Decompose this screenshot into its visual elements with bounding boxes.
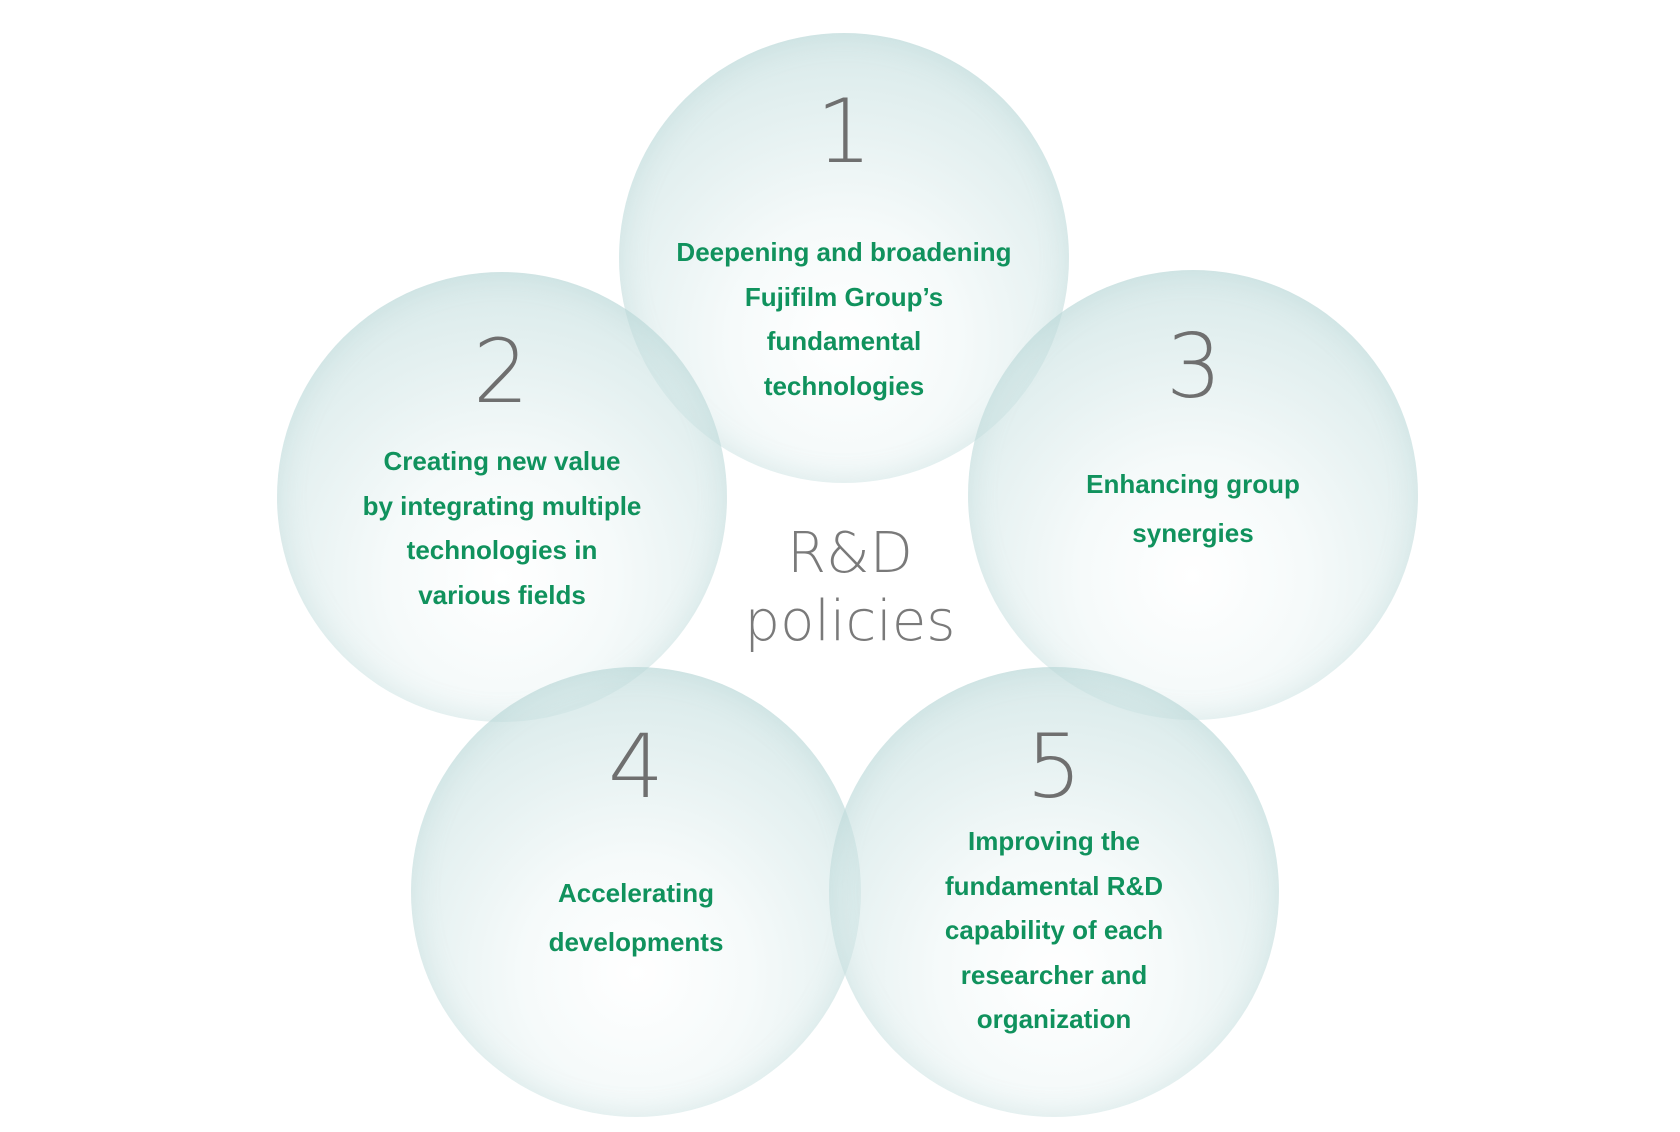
policy-1-label-line: Deepening and broadening xyxy=(676,237,1012,267)
policy-1-label-line: Fujifilm Group’s xyxy=(744,281,944,312)
policy-4-label-line: Accelerating xyxy=(557,878,715,908)
policy-2-label-line: various fields xyxy=(418,579,586,610)
policy-4-number: 4 xyxy=(608,715,664,818)
policy-2-label-line: by integrating multiple xyxy=(362,490,642,521)
policy-4-label-line: developments xyxy=(548,927,724,957)
policy-1-label-line: technologies xyxy=(763,370,925,401)
policy-3-label: Enhancing group synergies xyxy=(968,460,1418,558)
policy-1-label-line: fundamental xyxy=(766,326,922,356)
center-title: R&D policies xyxy=(680,520,1020,656)
policy-2-label-line: technologies in xyxy=(406,535,598,565)
policy-5-label-line: fundamental R&D xyxy=(944,870,1164,901)
policy-5-label: Improving the fundamental R&D capability… xyxy=(829,819,1279,1042)
policy-2-label-line: Creating new value xyxy=(383,446,621,476)
policy-1-label: Deepening and broadening Fujifilm Group’… xyxy=(619,230,1069,408)
center-title-line: R&D xyxy=(787,521,913,586)
policy-4-label: Accelerating developments xyxy=(411,869,861,967)
policy-2-circle xyxy=(277,272,727,722)
policy-5-label-line: Improving the xyxy=(968,826,1140,856)
policy-5-label-line: researcher and xyxy=(960,959,1148,990)
center-title-line: policies xyxy=(744,589,956,654)
policy-3-label-line: synergies xyxy=(1132,518,1254,548)
policy-1-number: 1 xyxy=(816,80,872,183)
policy-5-number: 5 xyxy=(1026,715,1082,818)
policy-5-label-line: capability of each xyxy=(944,915,1164,945)
policy-3-number: 3 xyxy=(1166,315,1222,418)
policy-3-circle xyxy=(968,270,1418,720)
policy-3-label-line: Enhancing group xyxy=(1086,469,1300,499)
policy-5-label-line: organization xyxy=(976,1004,1132,1034)
policy-2-label: Creating new value by integrating multip… xyxy=(277,439,727,617)
policy-5-circle xyxy=(829,667,1279,1117)
policy-4-circle xyxy=(411,667,861,1117)
policy-2-number: 2 xyxy=(473,320,529,423)
